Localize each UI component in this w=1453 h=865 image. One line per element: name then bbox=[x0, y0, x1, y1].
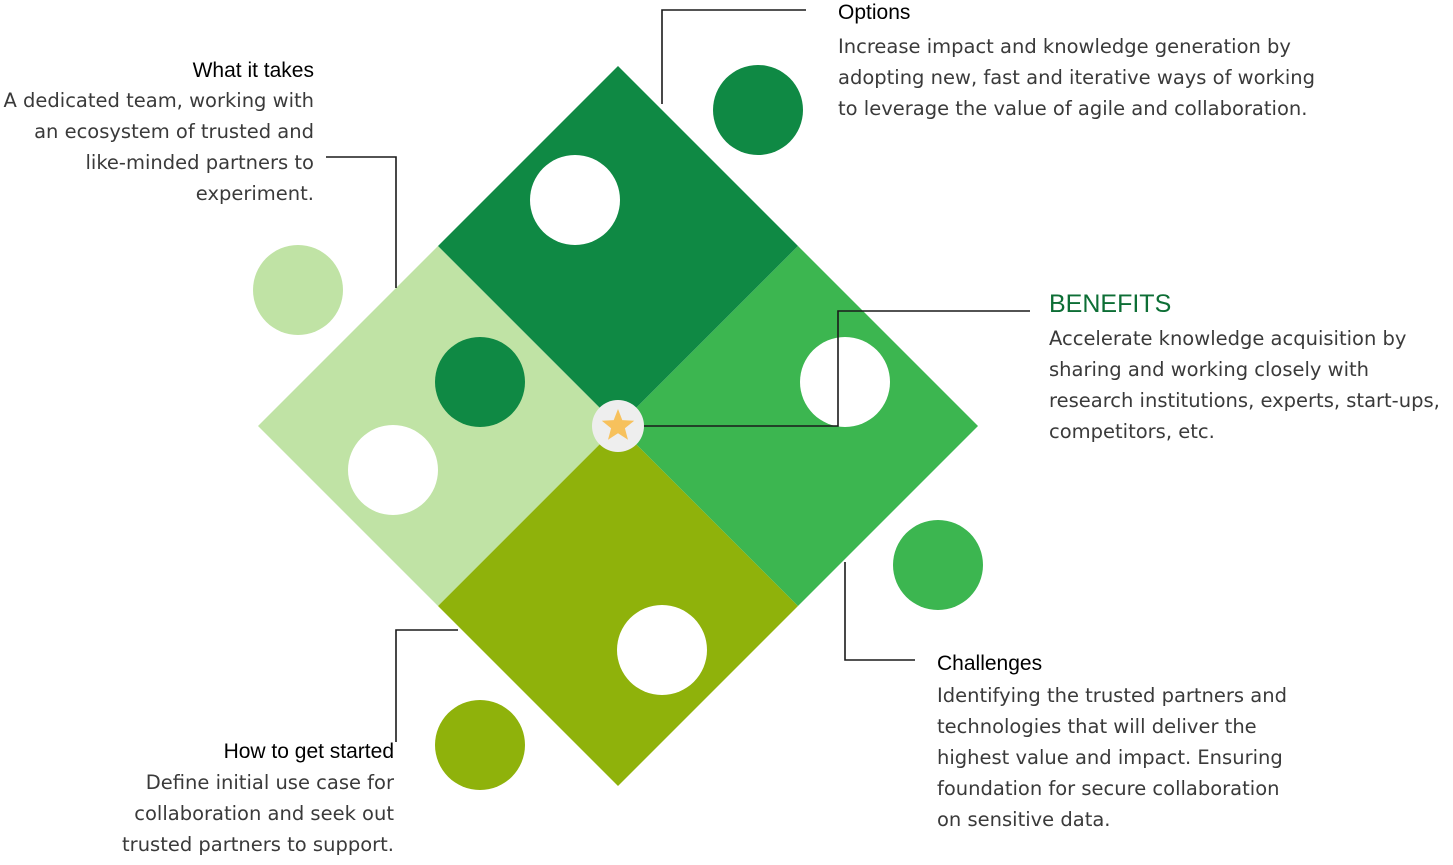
callout-what-it-takes-body: A dedicated team, working with an ecosys… bbox=[3, 89, 315, 205]
callout-challenges: Challenges Identifying the trusted partn… bbox=[937, 651, 1307, 835]
callout-what-it-takes: What it takes A dedicated team, working … bbox=[0, 58, 315, 209]
puzzle-piece-top bbox=[435, 65, 803, 427]
puzzle-sockets bbox=[348, 155, 890, 695]
callout-options: Options Increase impact and knowledge ge… bbox=[838, 0, 1318, 124]
connector-how-to-get-started bbox=[395, 629, 458, 742]
callout-challenges-body: Identifying the trusted partners and tec… bbox=[937, 684, 1287, 831]
connector-options bbox=[661, 9, 806, 104]
star-icon bbox=[592, 400, 644, 452]
callout-benefits: BENEFITS Accelerate knowledge acquisitio… bbox=[1049, 289, 1451, 447]
callout-options-title: Options bbox=[838, 1, 911, 24]
callout-how-to-get-started: How to get started Define initial use ca… bbox=[80, 739, 394, 860]
callout-options-body: Increase impact and knowledge generation… bbox=[838, 35, 1315, 120]
callout-what-it-takes-title: What it takes bbox=[192, 59, 314, 82]
connector-lines bbox=[326, 9, 1030, 742]
connector-benefits bbox=[640, 310, 1030, 427]
callout-how-to-get-started-body: Define initial use case for collaboratio… bbox=[122, 771, 394, 856]
connector-challenges bbox=[844, 562, 915, 661]
callout-how-to-get-started-title: How to get started bbox=[223, 740, 394, 763]
connector-what-it-takes bbox=[326, 156, 397, 288]
callout-benefits-body: Accelerate knowledge acquisition by shar… bbox=[1049, 327, 1440, 443]
callout-challenges-title: Challenges bbox=[937, 652, 1043, 675]
callout-benefits-title: BENEFITS bbox=[1049, 290, 1172, 318]
